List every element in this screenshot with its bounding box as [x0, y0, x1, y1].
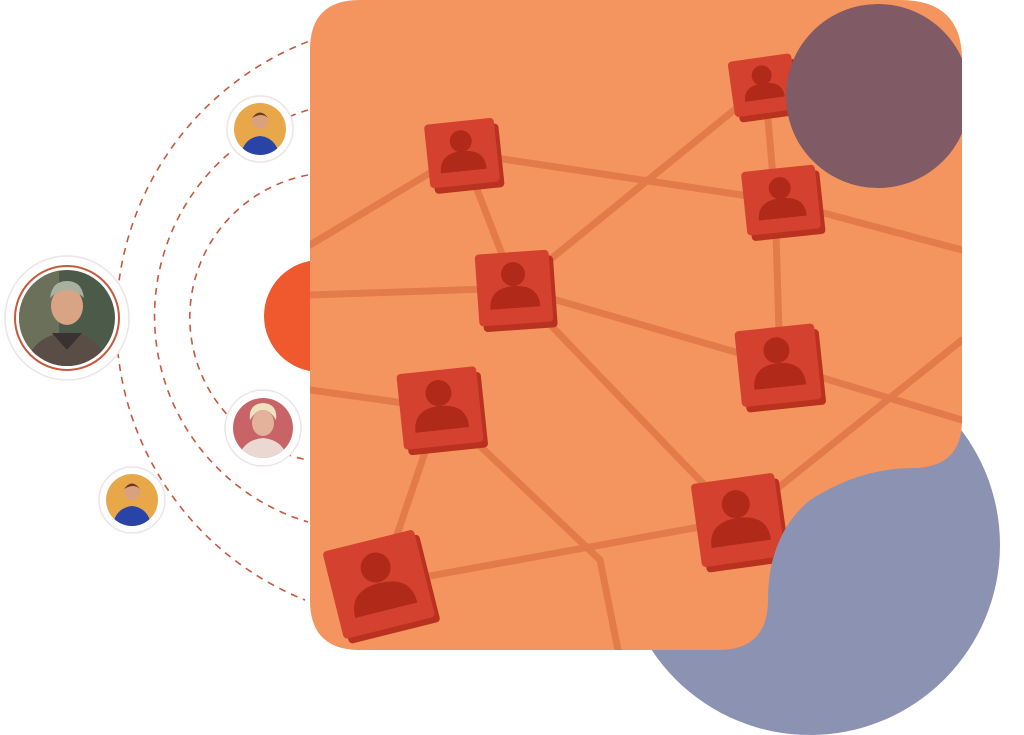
user-tile — [424, 118, 505, 194]
user-icon — [415, 380, 470, 433]
user-icon — [758, 177, 807, 221]
dark-circle — [786, 4, 962, 188]
avatar — [226, 95, 294, 163]
user-tile — [741, 164, 826, 241]
user-icon — [754, 337, 807, 390]
avatar — [4, 255, 130, 381]
user-tile — [396, 366, 488, 456]
user-icon — [490, 262, 541, 310]
user-icon — [354, 552, 418, 618]
user-tile — [734, 323, 826, 413]
avatar — [98, 466, 166, 534]
avatar — [224, 389, 302, 467]
user-icon — [711, 490, 772, 548]
user-icon — [440, 130, 487, 174]
user-tile — [323, 530, 440, 644]
user-tile — [727, 53, 803, 123]
user-tile — [474, 249, 558, 333]
user-tile — [691, 473, 790, 573]
user-icon — [744, 65, 785, 102]
